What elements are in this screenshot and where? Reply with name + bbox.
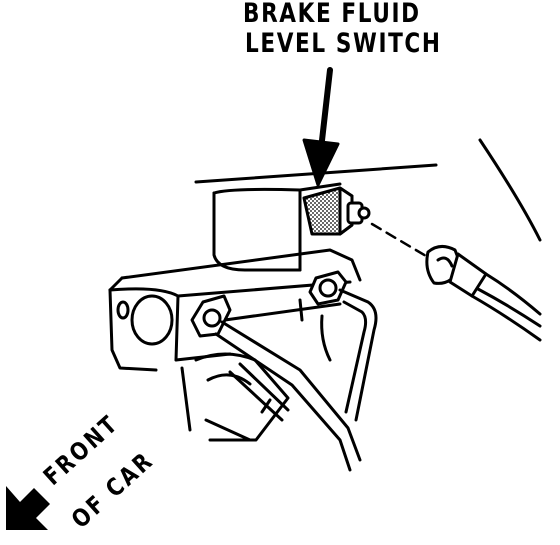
cylinder-barrel xyxy=(180,352,290,442)
front-direction-arrow xyxy=(6,486,50,530)
switch-connector xyxy=(370,138,542,342)
brake-lines xyxy=(190,270,378,472)
callout-arrow xyxy=(302,67,340,187)
callout-label-line1: BRAKE FLUID xyxy=(243,0,421,29)
callout-label-line2: LEVEL SWITCH xyxy=(245,28,442,59)
level-switch xyxy=(302,186,371,236)
mounting-flange xyxy=(108,248,362,372)
